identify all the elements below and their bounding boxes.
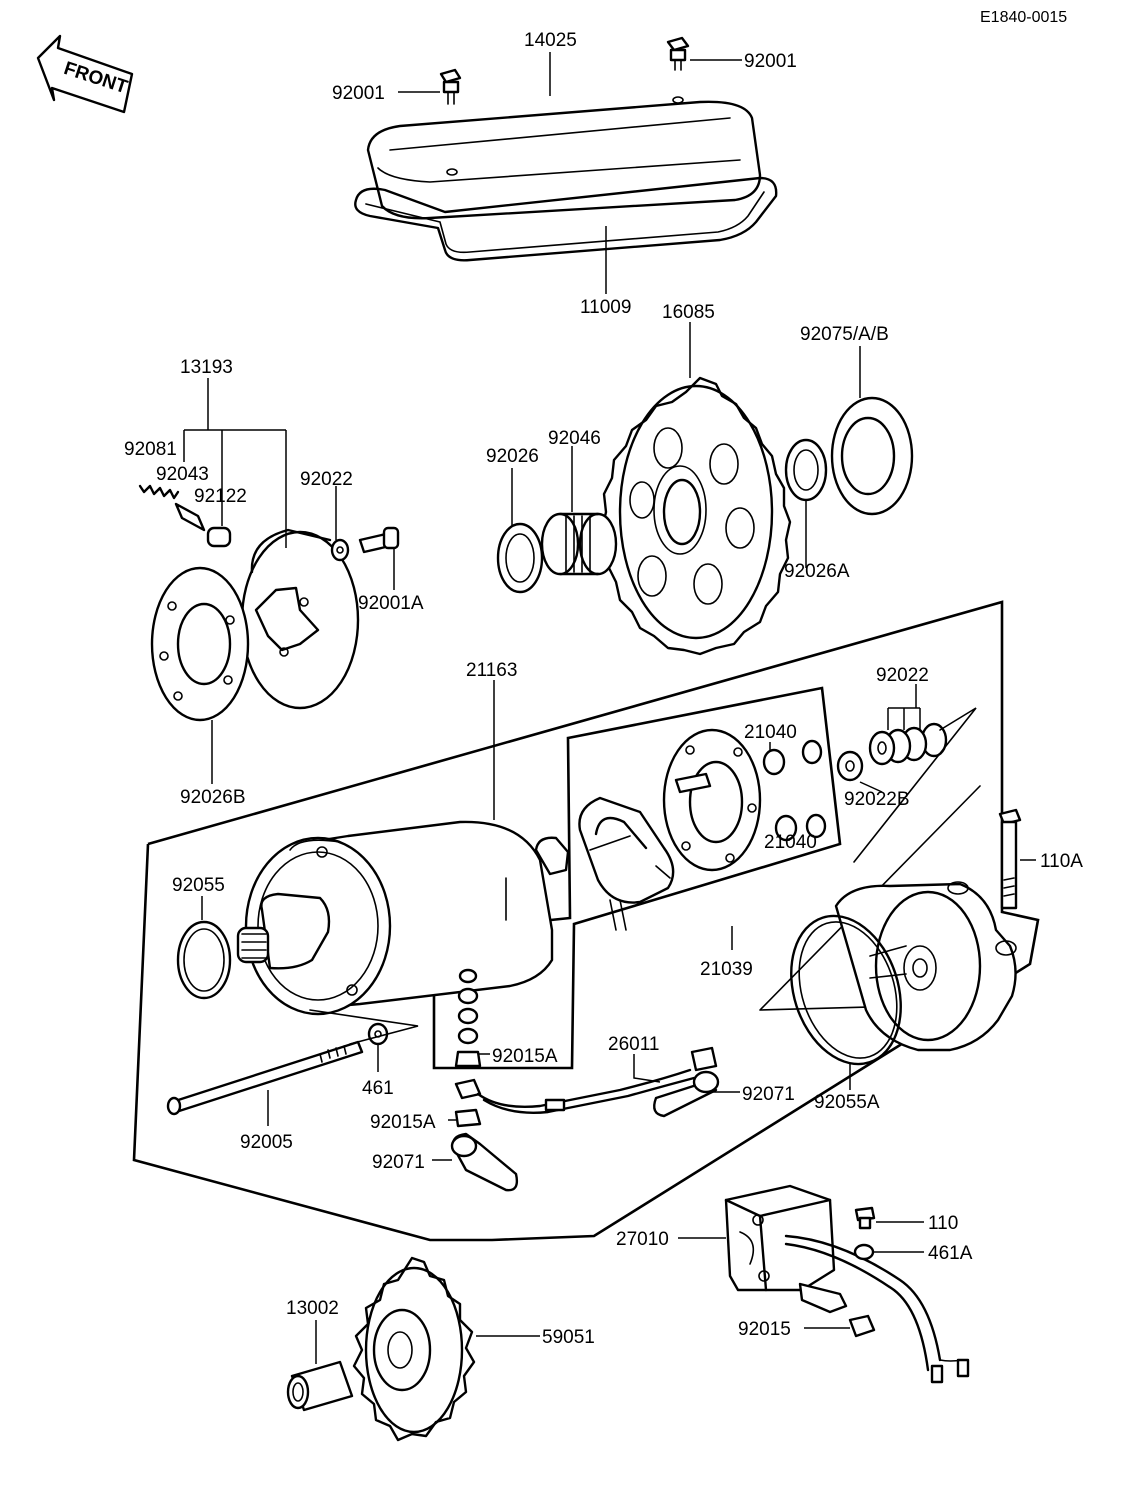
label-92122: 92122: [194, 486, 247, 507]
motor-guide-line: [309, 1009, 419, 1045]
front-arrow: FRONT: [36, 34, 134, 114]
brush-plate: [662, 728, 762, 872]
bolt-92001-left: [439, 68, 462, 105]
gear-59051: [352, 1256, 476, 1442]
label-92022-right: 92022: [876, 665, 929, 686]
label-14025: 14025: [524, 30, 577, 51]
label-92043: 92043: [156, 464, 209, 485]
label-92001A: 92001A: [358, 593, 424, 614]
needle-bearing-92046: [540, 512, 618, 576]
one-way-clutch-13193: [240, 528, 360, 710]
label-92001-right: 92001: [744, 51, 797, 72]
label-110: 110: [928, 1213, 958, 1234]
terminal-boot-92071-right: [653, 1070, 720, 1118]
label-92015A-bottom: 92015A: [370, 1112, 436, 1133]
label-13002: 13002: [286, 1298, 339, 1319]
bolt-92001-right: [666, 36, 690, 71]
label-92015A-top: 92015A: [492, 1046, 558, 1067]
gasket-11009: [354, 176, 778, 262]
nut-92015: [848, 1314, 876, 1338]
nut-92015A-bottom: [454, 1108, 482, 1128]
label-92055A: 92055A: [814, 1092, 880, 1113]
leader-lines: [183, 52, 1036, 1364]
end-cover: [834, 881, 1017, 1052]
o-ring-92055A: [790, 914, 902, 1066]
label-21163: 21163: [466, 660, 517, 681]
sleeve-13002: [286, 1360, 354, 1412]
label-11009: 11009: [580, 297, 631, 318]
label-21040-bottom: 21040: [764, 832, 817, 853]
spring-21040-top: [762, 739, 823, 776]
through-bolt-92005: [166, 1040, 364, 1116]
pin-92043: [174, 502, 206, 532]
label-27010: 27010: [616, 1229, 669, 1250]
label-92022-top: 92022: [300, 469, 353, 490]
label-92046: 92046: [548, 428, 601, 449]
cable-26011: [454, 1046, 718, 1114]
bolt-110A: [998, 808, 1022, 910]
spring-21040-bottom: [774, 813, 827, 842]
terminal-stack-92015A: [454, 968, 482, 1068]
spring-92081: [138, 484, 180, 500]
label-92022B: 92022B: [844, 789, 910, 810]
brush-holder-21039: [578, 796, 675, 931]
label-461A: 461A: [928, 1243, 973, 1264]
washer-guide-line: [853, 707, 977, 863]
label-92005: 92005: [240, 1132, 293, 1153]
bolt-110: [854, 1206, 876, 1230]
label-92071-right: 92071: [742, 1084, 795, 1105]
washer-stack-92022: [868, 722, 948, 766]
washer-92026A: [784, 438, 828, 502]
group-outline-21163: [132, 600, 1040, 1242]
label-13193: 13193: [180, 357, 233, 378]
washer-461A: [853, 1243, 875, 1261]
label-110A: 110A: [1040, 851, 1083, 872]
label-21040-top: 21040: [744, 722, 797, 743]
label-92015: 92015: [738, 1319, 791, 1340]
bolt-92001A: [358, 526, 400, 554]
washer-92022B: [836, 750, 864, 782]
starter-relay-27010: [724, 1184, 970, 1384]
washer-92022-top: [330, 538, 350, 562]
reference-code: E1840-0015: [980, 9, 1067, 26]
label-92026A: 92026A: [784, 561, 850, 582]
label-92026B: 92026B: [180, 787, 246, 808]
washer-461: [367, 1022, 389, 1046]
terminal-boot-92071-left: [450, 1132, 519, 1192]
washer-92026: [496, 522, 544, 594]
label-461: 461: [362, 1078, 394, 1099]
part-labels: 14025 92001 92001 11009 16085 92075/A/B …: [124, 30, 1083, 1348]
starter-motor: [236, 820, 570, 1016]
roller-92122: [206, 526, 232, 548]
label-92001-left: 92001: [332, 83, 385, 104]
label-92075: 92075/A/B: [800, 324, 889, 345]
label-92026: 92026: [486, 446, 539, 467]
label-21039: 21039: [700, 959, 753, 980]
bearing-92075: [830, 396, 914, 516]
plate-92026B: [150, 566, 250, 722]
label-92055: 92055: [172, 875, 225, 896]
label-92081: 92081: [124, 439, 177, 460]
label-16085: 16085: [662, 302, 715, 323]
gear-16085: [600, 376, 792, 656]
label-92071-left: 92071: [372, 1152, 425, 1173]
label-26011: 26011: [608, 1034, 659, 1055]
label-59051: 59051: [542, 1327, 595, 1348]
o-ring-92055: [176, 920, 232, 1000]
